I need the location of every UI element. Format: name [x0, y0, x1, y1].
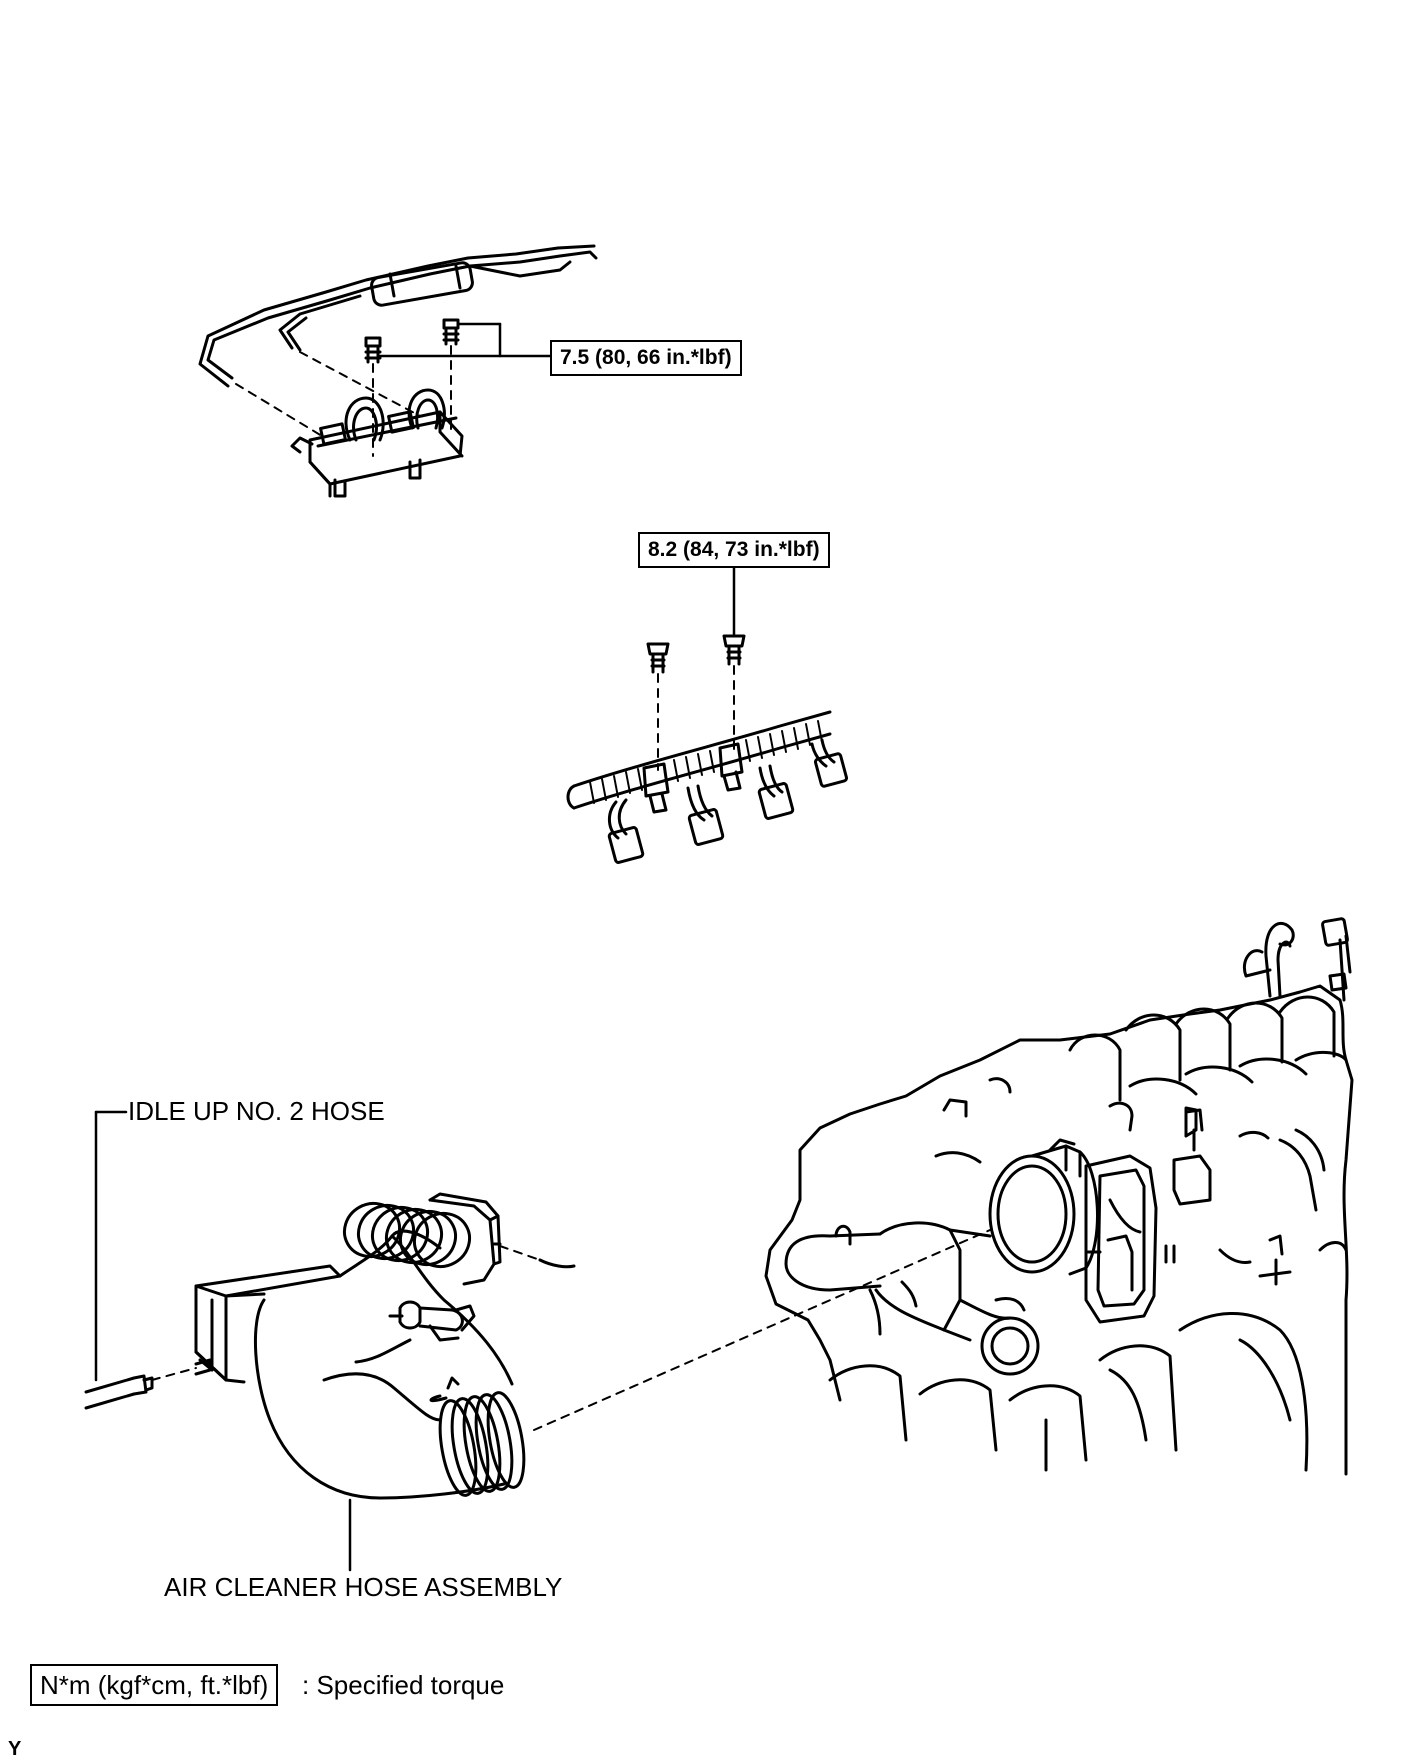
hose-dashed-lines [151, 1229, 991, 1431]
torque-callout-harness-bolts: 8.2 (84, 73 in.*lbf) [638, 532, 830, 568]
small-hose-end [538, 1258, 576, 1269]
air-cleaner-hose-assembly [194, 1192, 526, 1500]
harness-bolts [646, 634, 746, 674]
label-leaders [94, 1110, 352, 1572]
intake-manifold [764, 917, 1354, 1476]
vacuum-pipe [198, 244, 598, 388]
bracket-bolts [364, 318, 460, 364]
label-air-cleaner-hose-assembly: AIR CLEANER HOSE ASSEMBLY [164, 1572, 563, 1602]
harness-dashed-lines [657, 665, 735, 771]
assembly-dashed-lines [235, 345, 452, 457]
legend-description: : Specified torque [302, 1670, 505, 1700]
legend-torque-unit-box: N*m (kgf*cm, ft.*lbf) [30, 1664, 279, 1706]
wire-harness [566, 710, 849, 864]
vsv-bracket [290, 388, 464, 498]
torque-leader-1 [378, 322, 552, 358]
torque-callout-bracket-bolts: 7.5 (80, 66 in.*lbf) [550, 340, 742, 376]
idle-up-hose [84, 1374, 154, 1410]
label-idle-up-no-2-hose: IDLE UP NO. 2 HOSE [128, 1096, 385, 1126]
diagram-corner-code: Y [8, 1738, 22, 1760]
